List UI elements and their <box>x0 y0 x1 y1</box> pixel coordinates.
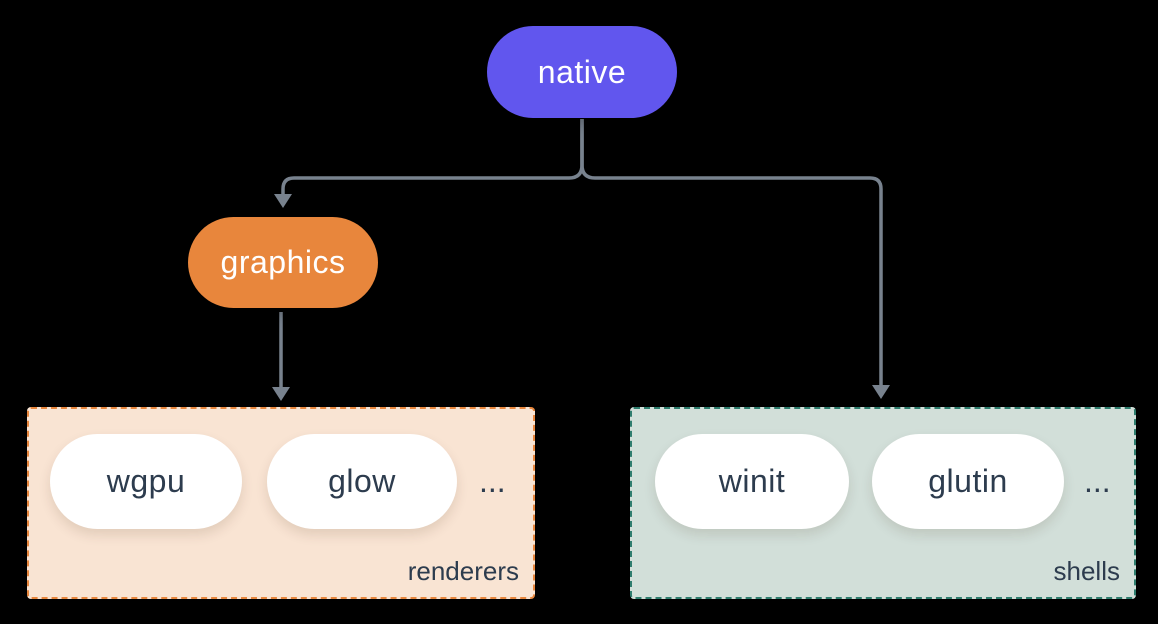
node-wgpu: wgpu <box>50 434 242 529</box>
node-glow: glow <box>267 434 457 529</box>
group-shells: winit glutin ... shells <box>630 407 1136 599</box>
node-native: native <box>487 26 677 118</box>
arrowhead-renderers <box>272 387 290 401</box>
group-renderers: wgpu glow ... renderers <box>27 407 535 599</box>
node-winit: winit <box>655 434 849 529</box>
arrowhead-graphics <box>274 194 292 208</box>
arrowhead-shells <box>872 385 890 399</box>
edge-native-shells <box>580 119 883 386</box>
renderers-group-label: renderers <box>407 556 519 586</box>
node-glutin: glutin <box>872 434 1064 529</box>
shells-ellipsis: ... <box>1084 463 1111 499</box>
renderers-ellipsis: ... <box>479 463 506 499</box>
edge-native-graphics <box>281 119 584 195</box>
node-graphics: graphics <box>188 217 378 308</box>
shells-group-label: shells <box>1053 556 1120 586</box>
